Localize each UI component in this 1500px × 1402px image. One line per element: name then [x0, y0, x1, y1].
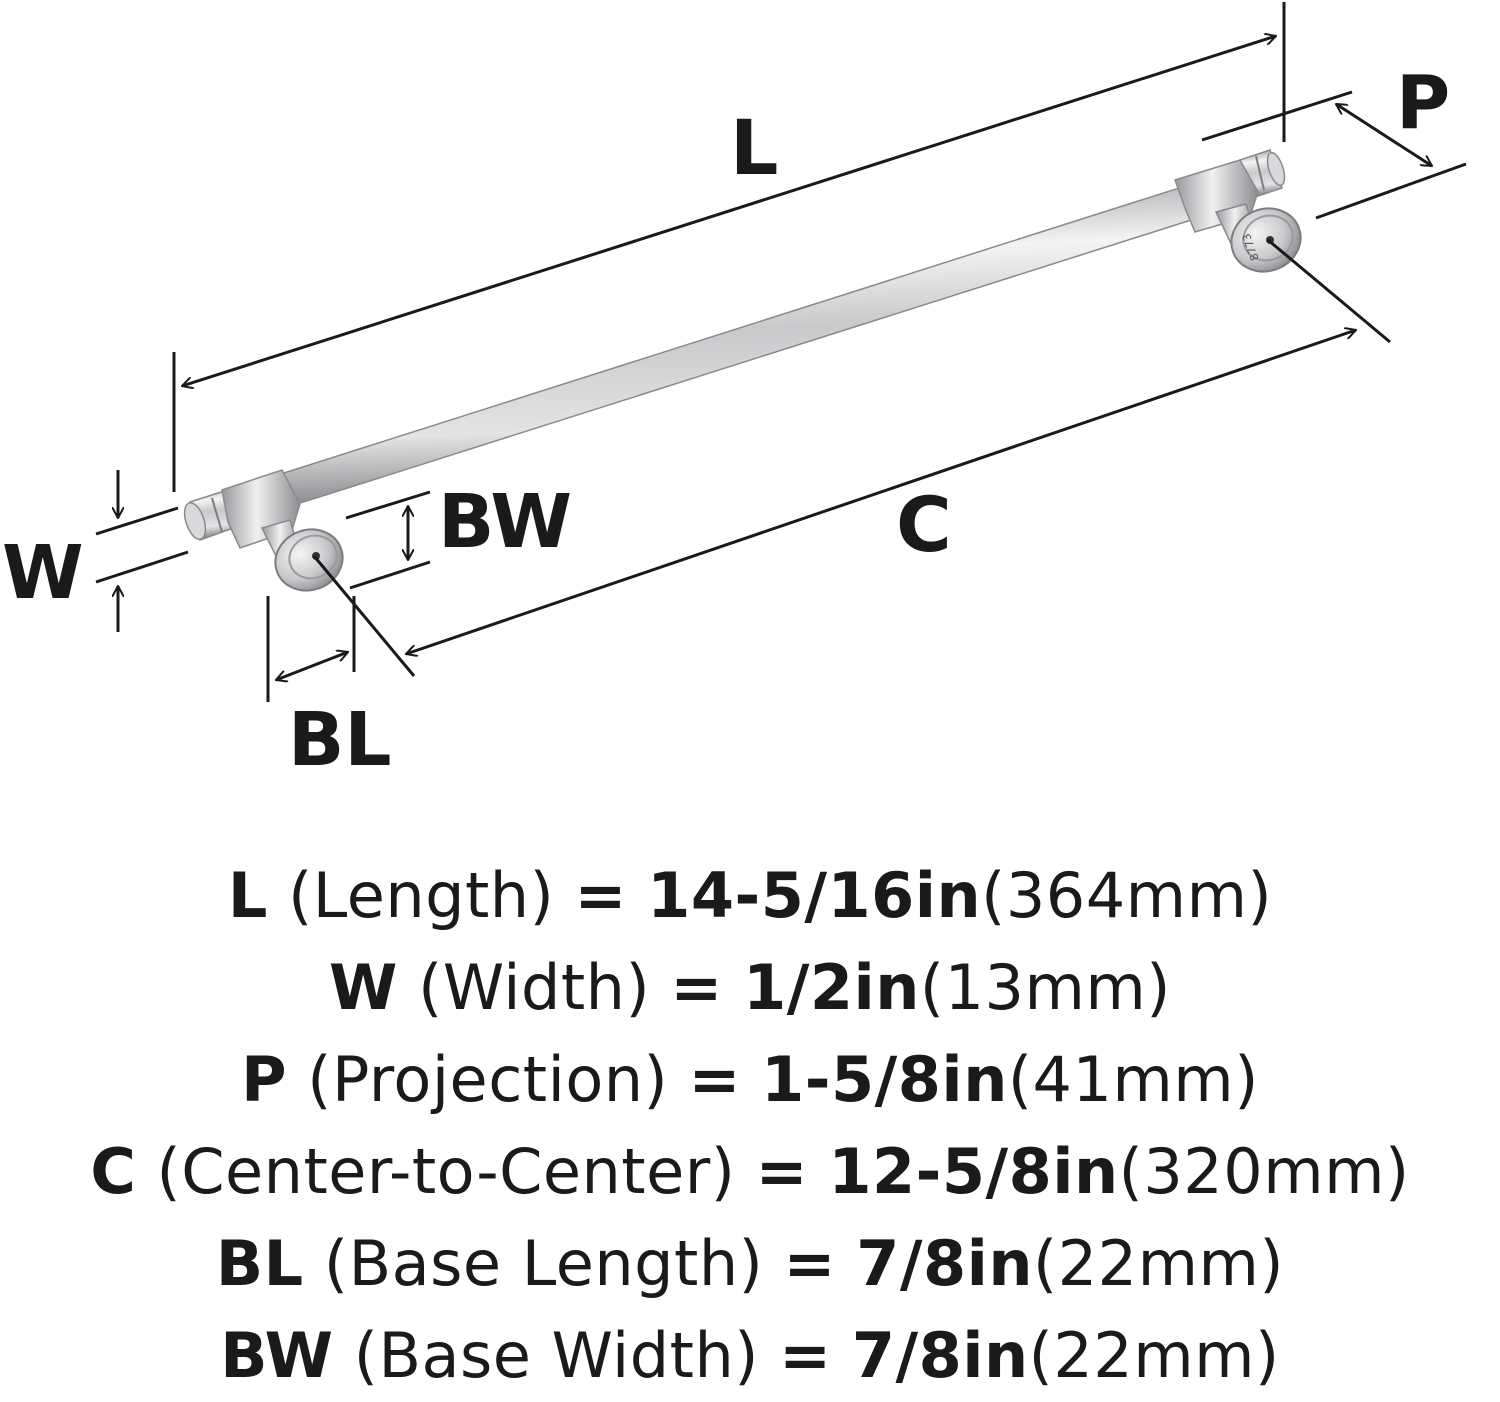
- spec-row-length: L (Length) = 14-5/16in(364mm): [0, 850, 1500, 942]
- spec-equals: =: [670, 951, 723, 1024]
- spec-key: L: [227, 859, 268, 932]
- spec-description: (Length): [288, 859, 555, 932]
- spec-row-base-length: BL (Base Length) = 7/8in(22mm): [0, 1218, 1500, 1310]
- spec-key: W: [329, 951, 398, 1024]
- label-l: L: [730, 103, 778, 192]
- spec-key: P: [241, 1043, 288, 1116]
- left-center-axis: [312, 555, 416, 677]
- spec-equals: =: [755, 1135, 809, 1208]
- label-p: P: [1396, 60, 1450, 146]
- spec-metric-value: (320mm): [1118, 1135, 1410, 1208]
- p-reference-top: [1201, 90, 1353, 142]
- p-reference-bottom: [1315, 162, 1467, 220]
- spec-description: (Base Length): [323, 1227, 764, 1300]
- bw-reference-top: [345, 490, 431, 520]
- spec-description: (Center-to-Center): [156, 1135, 736, 1208]
- spec-metric-value: (13mm): [919, 951, 1171, 1024]
- spec-imperial-value: 7/8in: [851, 1319, 1029, 1392]
- w-reference-bottom: [95, 550, 189, 584]
- w-reference-top: [95, 506, 179, 536]
- spec-metric-value: (41mm): [1007, 1043, 1259, 1116]
- pull-bar: [261, 181, 1211, 513]
- spec-row-width: W (Width) = 1/2in(13mm): [0, 942, 1500, 1034]
- spec-description: (Projection): [307, 1043, 669, 1116]
- bw-reference-bottom: [349, 560, 431, 590]
- label-bw: BW: [438, 479, 572, 565]
- spec-imperial-value: 1-5/8in: [761, 1043, 1008, 1116]
- cabinet-pull-image: 8773: [183, 149, 1302, 592]
- spec-metric-value: (364mm): [981, 859, 1273, 932]
- spec-key: BW: [220, 1319, 334, 1392]
- left-base-disc: [274, 528, 344, 592]
- bl-dimension-line: [276, 652, 348, 680]
- spec-key: BL: [215, 1227, 304, 1300]
- spec-equals: =: [574, 859, 627, 932]
- spec-imperial-value: 12-5/8in: [828, 1135, 1119, 1208]
- dimension-diagram: 8773 L P W BW C: [2, 2, 1467, 783]
- spec-imperial-value: 7/8in: [856, 1227, 1034, 1300]
- spec-imperial-value: 14-5/16in: [647, 859, 982, 932]
- spec-description: (Base Width): [353, 1319, 759, 1392]
- spec-row-projection: P (Projection) = 1-5/8in(41mm): [0, 1034, 1500, 1126]
- spec-row-base-width: BW (Base Width) = 7/8in(22mm): [0, 1310, 1500, 1402]
- dimension-lines: [95, 2, 1467, 702]
- spec-metric-value: (22mm): [1033, 1227, 1285, 1300]
- l-dimension-line: [182, 36, 1276, 386]
- specifications-list: L (Length) = 14-5/16in(364mm) W (Width) …: [0, 850, 1500, 1402]
- spec-imperial-value: 1/2in: [743, 951, 920, 1024]
- c-dimension-line: [406, 330, 1356, 654]
- spec-key: C: [90, 1135, 137, 1208]
- spec-description: (Width): [418, 951, 651, 1024]
- right-center-axis: [1267, 238, 1391, 344]
- spec-row-center-to-center: C (Center-to-Center) = 12-5/8in(320mm): [0, 1126, 1500, 1218]
- spec-equals: =: [783, 1227, 836, 1300]
- label-c: C: [896, 480, 952, 569]
- label-w: W: [2, 530, 84, 616]
- spec-metric-value: (22mm): [1028, 1319, 1280, 1392]
- p-dimension-line: [1336, 102, 1432, 168]
- spec-equals: =: [779, 1319, 832, 1392]
- spec-equals: =: [688, 1043, 741, 1116]
- label-bl: BL: [288, 697, 392, 783]
